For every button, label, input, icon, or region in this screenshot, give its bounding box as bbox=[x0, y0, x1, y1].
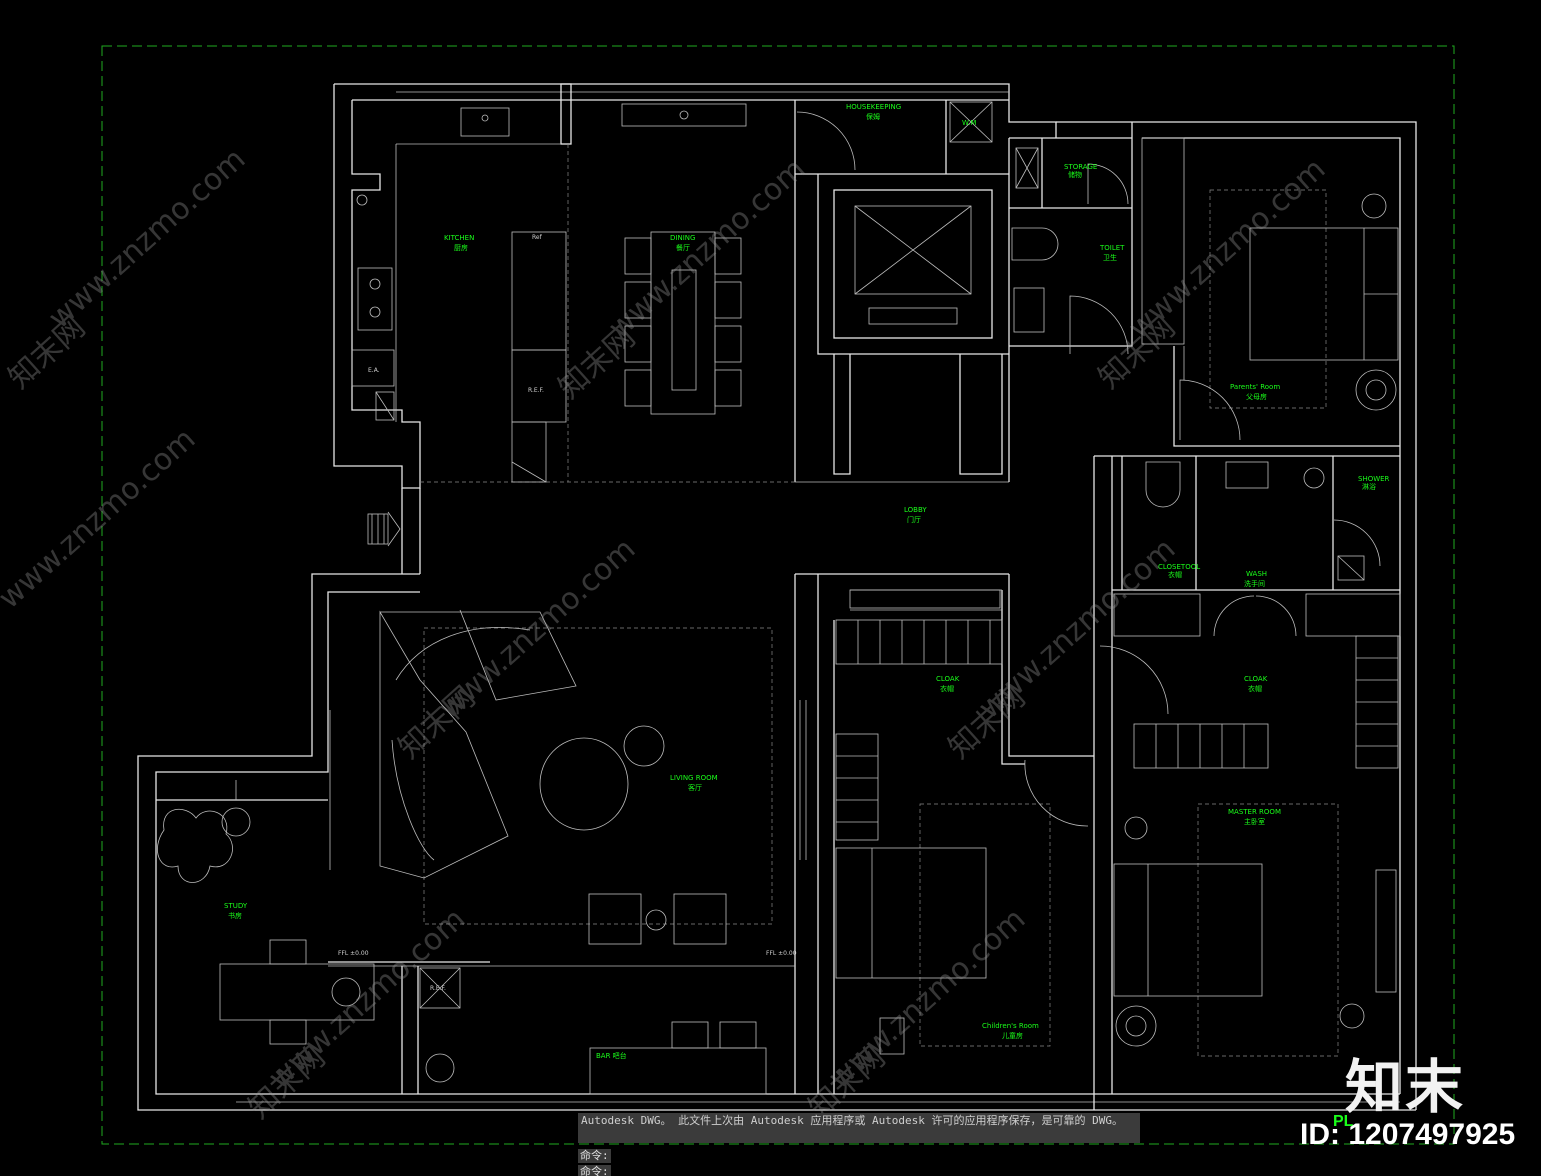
outer-walls bbox=[137, 83, 1417, 1111]
watermark-site: www.znzmo.com bbox=[602, 152, 812, 346]
parents-room-label-cn: 父母房 bbox=[1246, 392, 1267, 401]
command-message: Autodesk DWG。 此文件上次由 Autodesk 应用程序或 Auto… bbox=[581, 1114, 1124, 1127]
shower-label-cn: 淋浴 bbox=[1362, 482, 1376, 491]
watermark-site: www.znzmo.com bbox=[0, 422, 202, 616]
lobby-label: LOBBY bbox=[904, 506, 927, 514]
command-history: Autodesk DWG。 此文件上次由 Autodesk 应用程序或 Auto… bbox=[578, 1113, 1140, 1143]
clothing-label-cn: 衣帽 bbox=[1168, 570, 1182, 579]
master-room-label-cn: 主卧室 bbox=[1244, 817, 1265, 826]
level-right-label: FFL ±0.00 bbox=[766, 950, 797, 957]
shower-label: SHOWER bbox=[1358, 475, 1390, 483]
kitchen-label-cn: 厨房 bbox=[454, 243, 468, 252]
wash-label-cn: 洗手间 bbox=[1244, 579, 1265, 588]
dining-label: DINING bbox=[670, 234, 695, 242]
command-prompt-1[interactable]: 命令: bbox=[578, 1149, 611, 1163]
storage-label: STORAGE bbox=[1064, 163, 1097, 171]
fixture-labels: R.E.F. E.A. R.E.F. Ref FFL ±0.00 FFL ±0.… bbox=[338, 234, 797, 992]
interior-walls bbox=[156, 83, 1400, 1110]
kitchen-label: KITCHEN bbox=[444, 234, 474, 242]
plan-tag: PL bbox=[1333, 1113, 1354, 1130]
cloak-left-label: CLOAK bbox=[936, 675, 960, 683]
ref-kitchen-label: R.E.F. bbox=[528, 387, 544, 394]
drawing-frame bbox=[101, 45, 1455, 1145]
toilet-label: TOILET bbox=[1099, 244, 1125, 252]
living-room-label: LIVING ROOM bbox=[670, 774, 718, 782]
cloak-right-label-cn: 衣帽 bbox=[1248, 684, 1262, 693]
toilet-label-cn: 卫生 bbox=[1103, 253, 1117, 262]
level-left-label: FFL ±0.00 bbox=[338, 950, 369, 957]
living-room-label-cn: 客厅 bbox=[688, 783, 702, 792]
cloak-left-label-cn: 衣帽 bbox=[940, 684, 954, 693]
cloak-right-label: CLOAK bbox=[1244, 675, 1268, 683]
lobby-label-cn: 门厅 bbox=[907, 515, 921, 524]
housekeeping-label: HOUSEKEEPING bbox=[846, 103, 901, 111]
storage-label-cn: 储物 bbox=[1068, 170, 1082, 179]
command-prompt-2[interactable]: 命令: bbox=[578, 1165, 611, 1176]
clothing-label: CLOSETOOL bbox=[1158, 563, 1200, 571]
watermark-brand: 知末网 bbox=[552, 320, 642, 406]
dining-label-cn: 餐厅 bbox=[676, 243, 690, 252]
wm-label: W.M bbox=[962, 119, 976, 127]
watermark-brand: 知末网 bbox=[392, 680, 482, 766]
watermark-site: www.znzmo.com bbox=[42, 142, 252, 336]
brand-logo: 知末 bbox=[1345, 1053, 1466, 1121]
ea-label: E.A. bbox=[368, 367, 380, 374]
childrens-room-label: Children's Room bbox=[982, 1022, 1039, 1030]
ref-bar-label: R.E.F. bbox=[430, 985, 446, 992]
image-id: ID: 1207497925 bbox=[1300, 1118, 1516, 1151]
parents-room-label: Parents' Room bbox=[1230, 383, 1280, 391]
housekeeping-label-cn: 保姆 bbox=[866, 112, 880, 121]
watermark-brand: 知末网 bbox=[2, 310, 92, 396]
wash-label: WASH bbox=[1246, 570, 1267, 578]
childrens-room-label-cn: 儿童房 bbox=[1002, 1031, 1023, 1040]
fridge-tag-label: Ref bbox=[532, 234, 543, 241]
furniture bbox=[157, 103, 1401, 1095]
room-labels: HOUSEKEEPING 保姆 W.M KITCHEN 厨房 DINING 餐厅… bbox=[224, 103, 1390, 1060]
bar-label: BAR 吧台 bbox=[596, 1051, 627, 1060]
master-room-label: MASTER ROOM bbox=[1228, 808, 1281, 816]
study-label: STUDY bbox=[224, 902, 248, 910]
study-label-cn: 书房 bbox=[228, 911, 242, 920]
